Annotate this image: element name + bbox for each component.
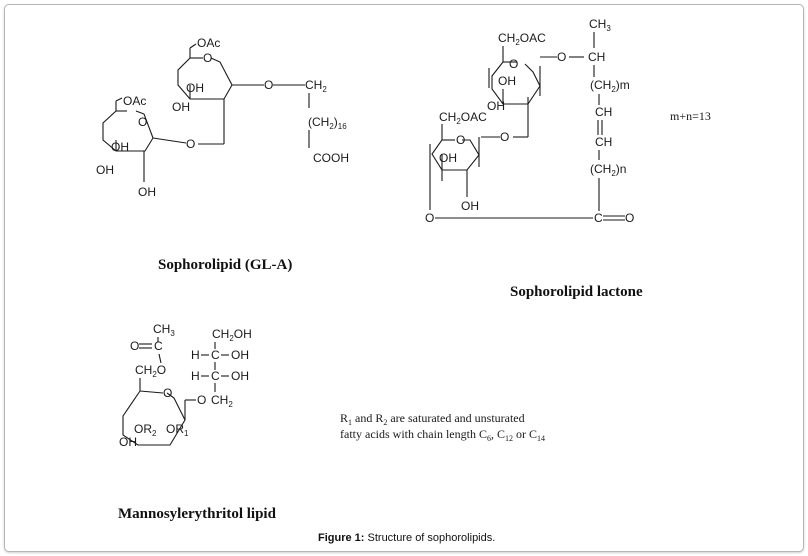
label-sophorolipid-gla: Sophorolipid (GL-A) <box>158 257 292 273</box>
hydroxyl-lactone-1: OH <box>498 74 516 88</box>
ester-oxygen: O <box>425 211 434 225</box>
ch2oh-group: CH2OH <box>212 327 252 343</box>
hydroxyl-mannose: OH <box>119 435 137 449</box>
hydroxyl-upper-2: OH <box>172 100 190 114</box>
structure-sophorolipid-gla: OAc O OH OH O CH2 (CH2)16 COOH OAc O OH … <box>96 36 349 199</box>
r-groups-note-line-2: fatty acids with chain length C6, C12 or… <box>340 427 545 443</box>
carbonyl-oxygen: O <box>625 211 634 225</box>
r-groups-note: R1 and R2 are saturated and unsturated f… <box>340 411 545 443</box>
or2-group: OR2 <box>134 422 157 438</box>
erythritol-h-2: H <box>191 369 200 383</box>
ring-oxygen-upper: O <box>203 51 212 65</box>
erythritol-c-2: C <box>211 369 220 383</box>
hydroxyl-lactone-4: OH <box>461 199 479 213</box>
erythritol-h-1: H <box>191 348 200 362</box>
hydroxyl-lower-1: OH <box>111 140 129 154</box>
ch2-m-chain: (CH2)m <box>590 78 630 94</box>
ether-oxygen-lactone: O <box>557 50 566 64</box>
caption-text: Structure of sophorolipids. <box>364 532 495 544</box>
carbonyl-carbon: C <box>594 211 603 225</box>
glycosidic-oxygen-sophorose: O <box>186 137 195 151</box>
upper-glucose-ring <box>177 43 310 148</box>
ring-oxygen-lower: O <box>138 115 147 129</box>
ch2-group: CH2 <box>305 78 327 94</box>
structure-sophorolipid-lactone: CH3 CH2OAC O OH OH O CH (CH2)m CH CH (CH… <box>425 17 634 225</box>
carboxylic-acid: COOH <box>313 151 349 165</box>
glycosidic-oxygen-lactone: O <box>500 130 509 144</box>
hydroxyl-lactone-3: OH <box>439 151 457 165</box>
alkene-ch-1: CH <box>595 105 612 119</box>
hydroxyl-lower-2: OH <box>96 163 114 177</box>
erythritol-ch2: CH2 <box>211 393 233 409</box>
structure-mannosylerythritol-lipid: CH3 O C CH2O O OR2 OR1 OH CH2OH H C OH H… <box>119 322 252 449</box>
glycosidic-oxygen-mel: O <box>197 393 206 407</box>
oac-group-lower: OAc <box>123 94 146 108</box>
hydroxyl-lower-3: OH <box>138 185 156 199</box>
glycosidic-oxygen-chain: O <box>264 78 273 92</box>
alkene-ch-2: CH <box>595 135 612 149</box>
figure-frame <box>4 4 804 552</box>
ch2oac-lower: CH2OAC <box>439 110 487 126</box>
lower-glucose-ring <box>102 97 225 182</box>
erythritol-c-1: C <box>211 348 220 362</box>
hydroxyl-lactone-2: OH <box>487 99 505 113</box>
label-mannosylerythritol-lipid: Mannosylerythritol lipid <box>118 506 277 522</box>
methyl-group: CH3 <box>589 17 611 33</box>
label-sophorolipid-lactone: Sophorolipid lactone <box>510 284 643 300</box>
ring-oxygen-lower-lactone: O <box>456 133 465 147</box>
ch2oac-upper: CH2OAC <box>498 31 546 47</box>
acetyl-carbonyl-oxygen: O <box>130 339 139 353</box>
or1-group: OR1 <box>166 422 189 438</box>
erythritol-oh-1: OH <box>231 348 249 362</box>
mn-constraint-note: m+n=13 <box>670 109 711 123</box>
oac-group-upper: OAc <box>197 36 220 50</box>
acetyl-methyl: CH3 <box>153 322 175 338</box>
ch2-chain-16: (CH2)16 <box>308 115 347 131</box>
ch-group: CH <box>588 50 605 64</box>
ring-oxygen-upper-lactone: O <box>509 57 518 71</box>
hydroxyl-upper-1: OH <box>186 81 204 95</box>
caption-prefix: Figure 1: <box>318 532 364 544</box>
ring-oxygen-mannose: O <box>163 386 172 400</box>
ch2-n-chain: (CH2)n <box>590 162 626 178</box>
erythritol-oh-2: OH <box>231 369 249 383</box>
figure-caption: Figure 1: Structure of sophorolipids. <box>318 532 495 544</box>
acetyl-carbon: C <box>154 339 163 353</box>
ch2o-group: CH2O <box>135 363 166 379</box>
r-groups-note-line-1: R1 and R2 are saturated and unsturated <box>340 411 525 427</box>
